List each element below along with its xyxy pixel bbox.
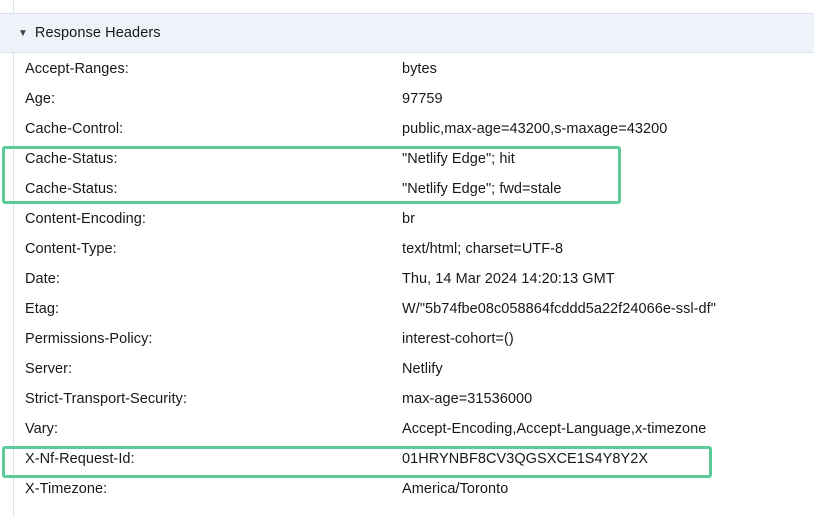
header-row[interactable]: Date: Thu, 14 Mar 2024 14:20:13 GMT	[0, 264, 814, 294]
header-value: America/Toronto	[402, 481, 509, 497]
header-row[interactable]: Cache-Status: "Netlify Edge"; fwd=stale	[0, 174, 814, 204]
header-name: Content-Type:	[25, 241, 117, 257]
header-value: bytes	[402, 61, 437, 77]
response-headers-section-header[interactable]: ▼ Response Headers	[0, 13, 814, 53]
header-value: Thu, 14 Mar 2024 14:20:13 GMT	[402, 271, 615, 287]
header-name: Cache-Status:	[25, 181, 118, 197]
header-name: X-Timezone:	[25, 481, 108, 497]
header-value: Netlify	[402, 361, 443, 377]
header-row[interactable]: Vary: Accept-Encoding,Accept-Language,x-t…	[0, 414, 814, 444]
header-row[interactable]: Server: Netlify	[0, 354, 814, 384]
header-name: X-Nf-Request-Id:	[25, 451, 135, 467]
header-value: text/html; charset=UTF-8	[402, 241, 564, 257]
section-title: Response Headers	[34, 25, 161, 41]
header-row[interactable]: Permissions-Policy: interest-cohort=()	[0, 324, 814, 354]
header-row[interactable]: Cache-Control: public,max-age=43200,s-max…	[0, 114, 814, 144]
header-row[interactable]: Etag: W/"5b74fbe08c058864fcddd5a22f24066e…	[0, 294, 814, 324]
header-value: Accept-Encoding,Accept-Language,x-timezo…	[402, 421, 707, 437]
header-value: W/"5b74fbe08c058864fcddd5a22f24066e-ssl-…	[402, 301, 716, 317]
header-name: Server:	[25, 361, 73, 377]
header-name: Permissions-Policy:	[25, 331, 153, 347]
header-name: Strict-Transport-Security:	[25, 391, 187, 407]
header-name: Etag:	[25, 301, 60, 317]
header-row[interactable]: Content-Type: text/html; charset=UTF-8	[0, 234, 814, 264]
header-name: Content-Encoding:	[25, 211, 146, 227]
header-value: public,max-age=43200,s-maxage=43200	[402, 121, 668, 137]
header-row[interactable]: Accept-Ranges: bytes	[0, 54, 814, 84]
header-name: Date:	[25, 271, 60, 287]
header-row[interactable]: Content-Encoding: br	[0, 204, 814, 234]
header-value: 01HRYNBF8CV3QGSXCE1S4Y8Y2X	[402, 451, 649, 467]
header-value: 97759	[402, 91, 443, 107]
header-value: "Netlify Edge"; fwd=stale	[402, 181, 562, 197]
header-row[interactable]: Cache-Status: "Netlify Edge"; hit	[0, 144, 814, 174]
header-value: "Netlify Edge"; hit	[402, 151, 515, 167]
header-name: Vary:	[25, 421, 59, 437]
header-value: max-age=31536000	[402, 391, 533, 407]
header-name: Cache-Control:	[25, 121, 124, 137]
header-value: br	[402, 211, 415, 227]
header-row[interactable]: Strict-Transport-Security: max-age=315360…	[0, 384, 814, 414]
header-name: Age:	[25, 91, 56, 107]
panel-left-divider	[13, 0, 14, 517]
header-value: interest-cohort=()	[402, 331, 514, 347]
header-row[interactable]: Age: 97759	[0, 84, 814, 114]
header-name: Cache-Status:	[25, 151, 118, 167]
header-row[interactable]: X-Nf-Request-Id: 01HRYNBF8CV3QGSXCE1S4Y8Y…	[0, 444, 814, 474]
header-name: Accept-Ranges:	[25, 61, 129, 77]
chevron-down-icon[interactable]: ▼	[18, 28, 28, 39]
header-row[interactable]: X-Timezone: America/Toronto	[0, 474, 814, 504]
